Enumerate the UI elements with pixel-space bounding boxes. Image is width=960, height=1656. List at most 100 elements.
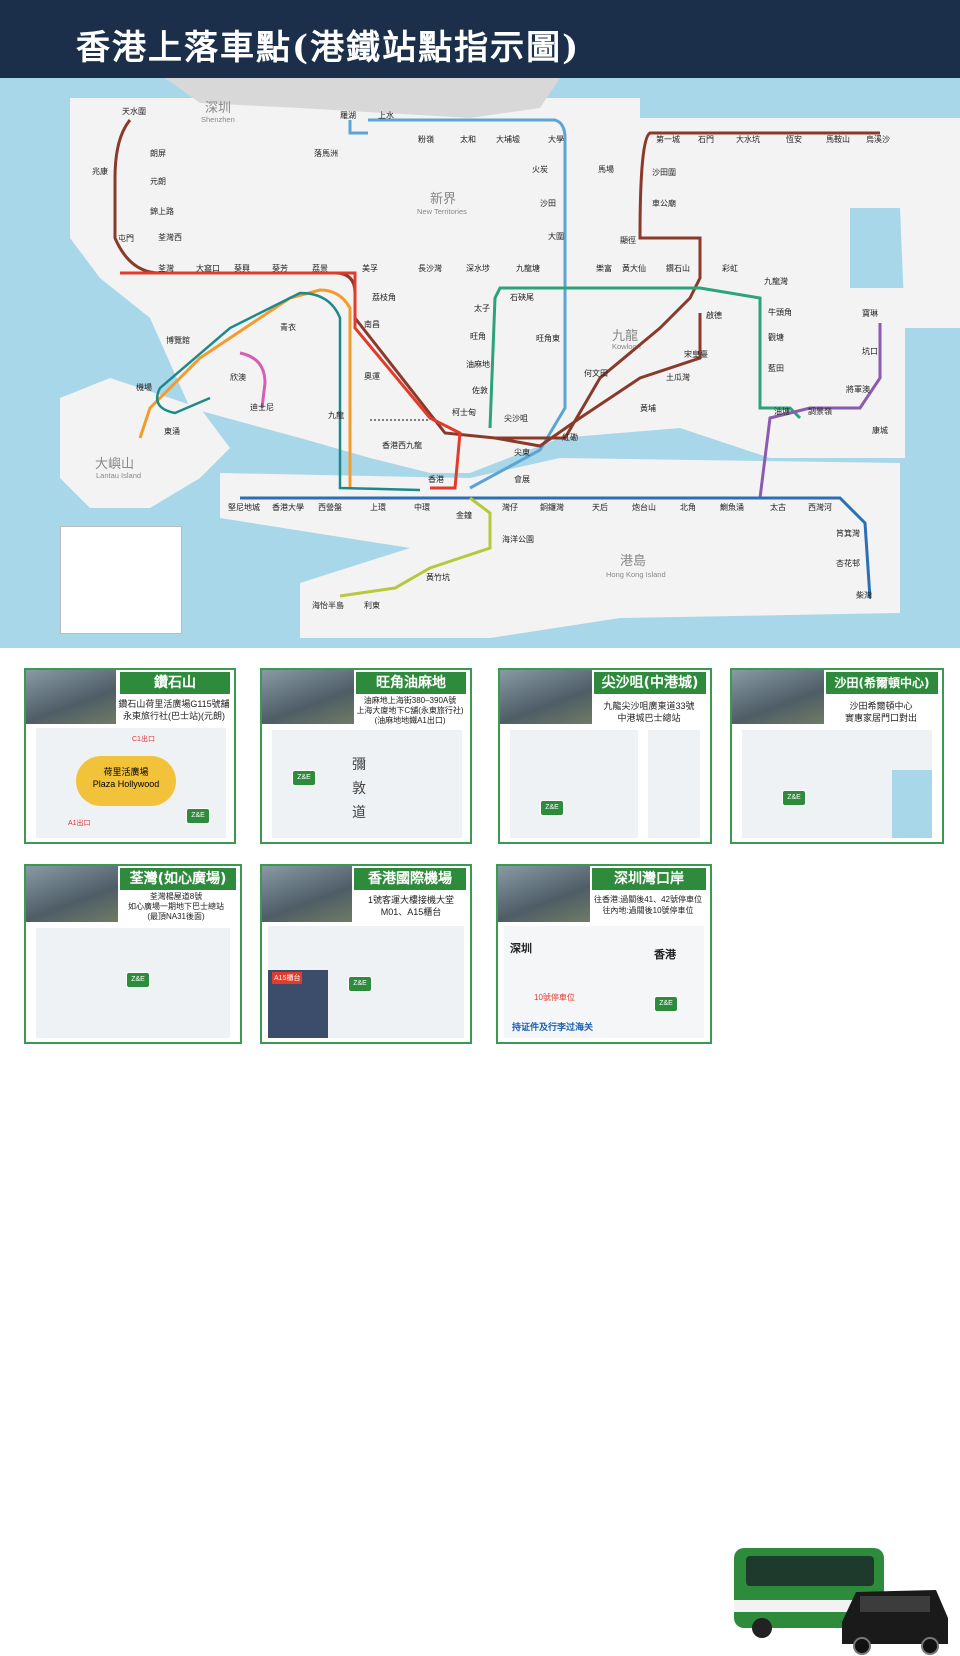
card-airport[interactable]: 香港國際機場 1號客運大樓接機大堂 M01、A15櫃台 A15櫃台 Z&E <box>260 864 472 1044</box>
station-cheung-sha-wan: 長沙灣 <box>418 263 442 273</box>
pickup-points: 鑽石山 鑽石山荷里活廣場G115號舖 永東旅行社(巴士站)(元朗) 荷里活廣場 … <box>0 648 960 1655</box>
station-sha-tin-wai: 沙田圍 <box>652 168 676 177</box>
region-hki-zh: 港島 <box>620 553 646 568</box>
station-hku: 香港大學 <box>272 502 304 512</box>
minimap: 荷里活廣場 Plaza Hollywood C1出口 A1出口 Z&E <box>36 728 226 838</box>
land-sai-kung <box>900 198 960 328</box>
card-title: 香港國際機場 <box>354 868 466 890</box>
river <box>892 770 932 838</box>
plaza-label-en: Plaza Hollywood <box>92 779 160 789</box>
station-shek-mun: 石門 <box>698 135 714 144</box>
station-tai-wo-hau: 大窩口 <box>196 263 220 273</box>
station-tsing-yi: 青衣 <box>280 322 296 332</box>
station-lei-tung: 利東 <box>364 600 380 610</box>
region-shenzhen-zh: 深圳 <box>205 100 231 115</box>
station-kwun-tong: 觀塘 <box>768 332 784 342</box>
minimap: Z&E <box>510 730 700 838</box>
station-lo-wu: 羅湖 <box>340 111 356 120</box>
line-east-rail <box>368 118 567 490</box>
station-east-tsim-sha-tsui: 尖東 <box>514 447 530 457</box>
exit-label: C1出口 <box>132 736 155 743</box>
station-hk-west-kowloon: 香港西九龍 <box>382 440 422 450</box>
station-po-lam: 寶琳 <box>862 308 878 318</box>
card-address: 九龍尖沙咀廣東道33號 中港城巴士總站 <box>590 700 708 724</box>
station-tsuen-wan-west: 荃灣西 <box>158 232 182 242</box>
counter-label: A15櫃台 <box>272 972 303 984</box>
region-kowloon-en: Kowloon <box>612 342 641 351</box>
station-tai-po-market: 大埔墟 <box>496 134 520 144</box>
exit-label: A1出口 <box>68 820 91 827</box>
station-lohas-park: 康城 <box>872 425 888 435</box>
card-title: 深圳灣口岸 <box>592 868 706 890</box>
station-tin-shui-wai: 天水圍 <box>122 106 146 116</box>
line-tuen-ma-west <box>113 119 880 440</box>
region-shenzhen-en: Shenzhen <box>201 115 235 124</box>
station-kennedy-town: 堅尼地城 <box>228 502 260 512</box>
card-shenzhen-bay[interactable]: 深圳灣口岸 往香港:過關後41、42號停車位 往內地:過關後10號停車位 深圳 … <box>496 864 712 1044</box>
card-diamond-hill[interactable]: 鑽石山 鑽石山荷里活廣場G115號舖 永東旅行社(巴士站)(元朗) 荷里活廣場 … <box>24 668 236 844</box>
station-ocean-park: 海洋公園 <box>502 534 534 544</box>
station-whampoa: 黃埔 <box>640 403 656 413</box>
station-north-point: 北角 <box>680 502 696 512</box>
station-quarry-bay: 鰂魚涌 <box>720 502 744 512</box>
station-sung-wong-toi: 宋皇臺 <box>684 349 708 359</box>
card-sha-tin[interactable]: 沙田(希爾頓中心) 沙田希爾頓中心 實惠家居門口對出 Z&E <box>730 668 944 844</box>
minimap: 彌 敦 道 Z&E <box>272 730 462 838</box>
parking-label: 10號停車位 <box>534 993 575 1002</box>
station-asiaworld-expo: 博覽館 <box>166 335 190 345</box>
station-racecourse: 馬場 <box>598 164 614 174</box>
station-wong-chuk-hang: 黃竹坑 <box>426 572 450 582</box>
region-nt-zh: 新界 <box>430 191 456 206</box>
card-title: 沙田(希爾頓中心) <box>826 672 938 694</box>
address-line: 上海大廈地下C舖(永東旅行社) <box>356 706 464 715</box>
station-sham-shui-po: 深水埗 <box>466 263 490 273</box>
mtr-map: 深圳 Shenzhen 新界 New Territories 九龍 Kowloo… <box>0 78 960 648</box>
station-kai-tak: 啟德 <box>706 310 722 320</box>
address-line: 往內地:過關後10號停車位 <box>602 906 694 915</box>
station-lok-fu: 樂富 <box>596 263 612 273</box>
card-address: 1號客運大樓接機大堂 M01、A15櫃台 <box>352 894 470 918</box>
station-fo-tan: 火炭 <box>532 165 548 174</box>
minimap: Z&E <box>742 730 932 838</box>
address-line: 中港城巴士總站 <box>617 713 681 723</box>
customs-label: 持证件及行李过海关 <box>512 1022 594 1032</box>
plaza-hollywood-block: 荷里活廣場 Plaza Hollywood <box>76 756 176 806</box>
photo-tsim-sha-tsui <box>500 670 592 724</box>
minimap: A15櫃台 Z&E <box>268 926 464 1038</box>
card-mong-kok[interactable]: 旺角油麻地 油麻地上海街380–390A號 上海大廈地下C舖(永東旅行社) (油… <box>260 668 472 844</box>
station-tung-chung: 東涌 <box>164 426 180 436</box>
photo-diamond-hill <box>26 670 116 724</box>
bus-pin-icon: Z&E <box>782 790 806 806</box>
minimap: 深圳 香港 10號停車位 持证件及行李过海关 Z&E <box>504 926 704 1038</box>
station-lam-tin: 藍田 <box>768 363 784 373</box>
station-diamond-hill: 鑽石山 <box>666 263 690 273</box>
card-address: 荃灣楊屋道8號 如心廣場一期地下巴士總站 (最頂NA31後面) <box>114 892 238 922</box>
line-tuen-ma-east <box>494 313 702 448</box>
address-line: 永東旅行社(巴士站)(元朗) <box>123 711 225 721</box>
station-shek-kip-mei: 石硤尾 <box>510 292 534 302</box>
station-kwai-fong: 葵芳 <box>272 263 288 273</box>
region-lantau-zh: 大嶼山 <box>95 456 134 471</box>
station-ma-on-shan: 馬鞍山 <box>826 134 850 144</box>
station-prince-edward: 太子 <box>474 303 490 313</box>
station-yuen-long: 元朗 <box>150 176 166 186</box>
station-olympic: 奧運 <box>364 371 380 381</box>
bus-pin-icon: Z&E <box>186 808 210 824</box>
station-heng-fa-chuen: 杏花邨 <box>836 558 860 568</box>
address-line: 1號客運大樓接機大堂 <box>367 895 454 905</box>
land-lantau <box>60 378 230 508</box>
station-wan-chai: 灣仔 <box>502 502 518 512</box>
land-hk-island <box>220 458 900 638</box>
station-lok-ma-chau: 落馬洲 <box>314 148 338 158</box>
station-che-kung-temple: 車公廟 <box>652 198 676 208</box>
station-city-one: 第一城 <box>656 134 680 144</box>
station-tuen-mun: 屯門 <box>118 233 134 243</box>
line-island <box>240 496 872 599</box>
map-legend <box>60 526 182 634</box>
card-tsim-sha-tsui[interactable]: 尖沙咀(中港城) 九龍尖沙咀廣東道33號 中港城巴士總站 Z&E <box>498 668 712 844</box>
card-tsuen-wan[interactable]: 荃灣(如心廣場) 荃灣楊屋道8號 如心廣場一期地下巴士總站 (最頂NA31後面)… <box>24 864 242 1044</box>
address-line: 實惠家居門口對出 <box>844 713 917 723</box>
line-south-island <box>339 496 492 598</box>
region-kowloon-zh: 九龍 <box>612 328 638 343</box>
station-yau-tong: 油塘 <box>774 406 790 416</box>
